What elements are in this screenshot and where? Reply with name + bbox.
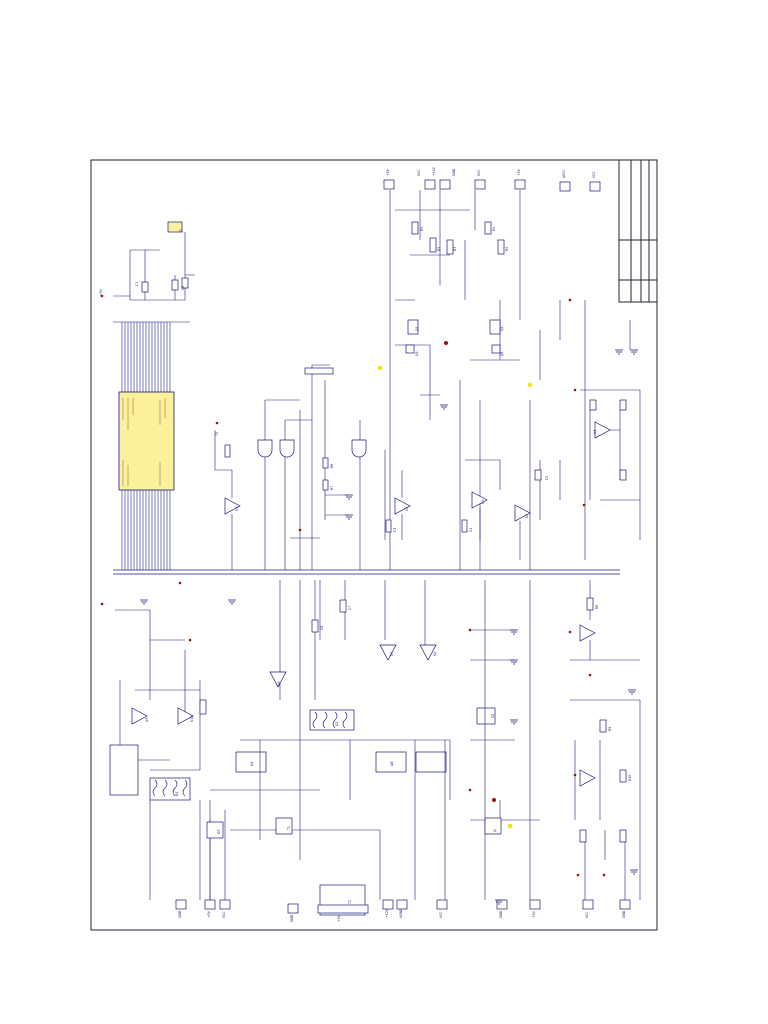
part-designator: U3: [481, 500, 485, 504]
opamp-bottom-right: [570, 580, 641, 900]
opamp-cluster-mid: [384, 450, 561, 560]
power-net-label: AGND: [399, 908, 403, 918]
part-designator: U7: [390, 652, 394, 656]
part-designator: C7: [348, 606, 352, 610]
part-designator: Q4: [500, 351, 504, 356]
power-net-label: GND: [622, 910, 626, 918]
power-connectors-bottom[interactable]: [175, 899, 631, 914]
power-net-label: GND: [499, 910, 503, 918]
part-designator: C6: [320, 626, 324, 630]
power-net-label: +12V: [432, 166, 436, 176]
power-net-label: +5V: [99, 288, 103, 296]
power-net-label: VCC: [439, 911, 443, 918]
net-markers-red: [100, 294, 606, 877]
power-labels-top: +5V VCC +12V GND VCC +5V AVCC VCC +5V: [99, 166, 596, 296]
part-designator: C3: [393, 528, 397, 532]
part-designator: R4: [492, 227, 496, 231]
power-net-label: VCC: [417, 169, 421, 176]
power-net-label: GND: [290, 914, 294, 922]
part-designator: U6: [277, 682, 281, 686]
part-designator: Q1: [415, 326, 419, 331]
power-net-label: +5V: [337, 914, 341, 922]
power-section-top: [377, 190, 586, 570]
part-designator: U10: [190, 716, 194, 722]
title-block: [618, 159, 658, 303]
part-designator: R6: [330, 464, 334, 468]
part-designator: U2: [405, 507, 409, 511]
part-designator: C1: [135, 282, 139, 286]
part-designator: R1: [420, 227, 424, 231]
part-designator: R8: [595, 605, 599, 609]
part-designator: R9: [608, 727, 612, 731]
power-stage-bottom: [206, 580, 451, 916]
input-stage-bottom-left: [109, 609, 226, 900]
power-labels-bottom: GND +5V VCC GND +12V AGND VCC GND +5V VCC GND +5V: [178, 908, 626, 922]
power-net-label: VCC: [477, 169, 481, 176]
part-designator: Q5: [250, 761, 254, 766]
part-designator: T2: [348, 900, 352, 905]
regulator-bottom-right: [470, 580, 540, 900]
part-designator: R7: [330, 486, 334, 490]
part-designator: Q6: [390, 761, 394, 766]
power-net-label: +5V: [532, 910, 536, 918]
part-designator: R2: [437, 247, 441, 251]
ground-symbols: [140, 349, 638, 905]
part-designator: U8: [433, 652, 437, 656]
power-net-label: VCC: [585, 911, 589, 918]
part-designator: C5: [545, 476, 549, 480]
part-designator: C2: [181, 286, 185, 290]
power-net-label: +5V: [207, 910, 211, 918]
power-net-label: VCC: [592, 171, 596, 178]
part-designator: T1: [287, 826, 291, 831]
power-net-label: +12V: [385, 908, 389, 918]
part-designator: D3: [217, 830, 221, 834]
part-designator: U5: [593, 430, 597, 434]
part-designator: R10: [628, 775, 632, 781]
middle-bottom-amps: [311, 580, 437, 661]
part-designator: U4: [525, 514, 529, 518]
part-designator: D1: [175, 792, 179, 796]
part-designator: U9: [145, 718, 149, 722]
part-designator: Q2: [500, 326, 504, 331]
part-designator: C8: [491, 714, 495, 718]
buffer-amp-left: [214, 430, 241, 570]
power-net-label: AVCC: [562, 169, 566, 178]
part-designator: D2: [335, 722, 339, 726]
part-designator: R3: [453, 247, 457, 251]
part-designator: J1: [493, 829, 497, 833]
part-designator: J2: [179, 229, 183, 233]
power-net-label: GND: [178, 910, 182, 918]
power-net-label: VCC: [222, 911, 226, 918]
part-designator: U1: [235, 507, 239, 511]
part-designator: R5: [505, 247, 509, 251]
microcontroller-chip: [113, 321, 190, 570]
logic-gates: [257, 364, 367, 570]
power-net-label: +5V: [386, 168, 390, 176]
main-bus: [113, 569, 620, 575]
part-designator: Q3: [415, 351, 419, 356]
power-net-label: GND: [452, 168, 456, 176]
drawing-frame: [90, 159, 658, 931]
power-net-label: +5V: [517, 168, 521, 176]
right-amp-network: [580, 320, 641, 540]
part-designator: Y1: [215, 432, 219, 436]
power-connectors-top[interactable]: [383, 179, 601, 192]
oscillator-circuit: [113, 221, 195, 301]
part-designator: C4: [469, 528, 473, 532]
